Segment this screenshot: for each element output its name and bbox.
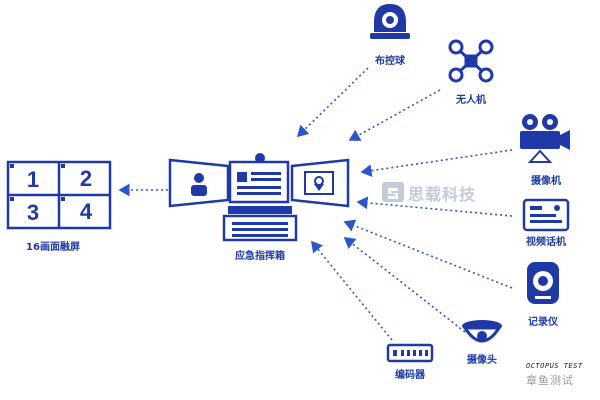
command-box-icon [168,153,350,242]
video-phone-icon [522,198,570,232]
arrow-ptz [296,67,369,138]
label-camera: 摄像机 [531,176,561,187]
corner-mark: OCTOPUS TEST 章鱼测试 [526,362,596,396]
grid-cell-2: 2 [80,166,92,191]
label-ptz: 布控球 [375,56,405,67]
arrow-encoder [310,240,393,341]
arrow-camera [360,149,513,177]
grid-cell-4: 4 [80,199,93,224]
label-center: 应急指挥箱 [235,251,285,262]
display-wall [6,160,112,230]
ptz-ball-icon [370,4,410,39]
watermark-text: 思载科技 [408,185,477,204]
label-dome: 摄像头 [467,355,497,366]
arrow-dome [343,237,466,333]
label-video-phone: 视频话机 [526,237,566,248]
grid-cell-1: 1 [27,167,39,192]
encoder-icon [386,343,434,363]
label-drone: 无人机 [456,95,486,106]
watermark-logo-icon [382,182,404,202]
arrow-recorder [343,219,513,289]
recorder-icon [527,262,559,304]
label-screen: 16画面融屏 [26,242,80,253]
grid-cell-3: 3 [27,200,39,225]
arrow-drone [348,89,441,141]
arrow-video-phone [356,196,513,217]
label-encoder: 编码器 [395,370,425,381]
dome-camera-icon [462,320,502,343]
corner-mark-line1: OCTOPUS TEST [526,362,583,370]
video-camera-icon [520,114,570,163]
corner-mark-line2: 章鱼测试 [526,374,574,387]
drone-icon [448,39,494,83]
label-recorder: 记录仪 [528,317,558,328]
